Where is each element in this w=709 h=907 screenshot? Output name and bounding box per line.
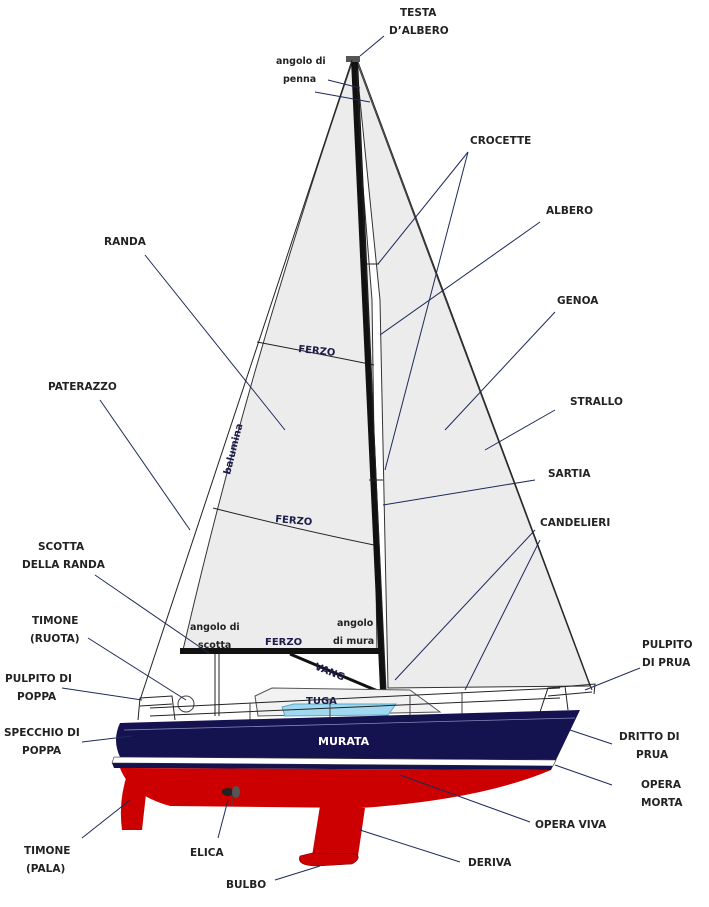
vang-strut bbox=[289, 652, 381, 694]
label-sartia: SARTIA bbox=[548, 468, 591, 480]
label-pulpito-poppa-1: PULPITO DI bbox=[5, 673, 72, 685]
label-angolo-penna-1: angolo di bbox=[276, 56, 326, 67]
masthead-fitting bbox=[346, 56, 360, 62]
label-timone-pala-2: (PALA) bbox=[26, 863, 65, 875]
label-testa-albero-1: TESTA bbox=[400, 7, 437, 19]
hull-stripe-dark bbox=[112, 763, 553, 770]
label-crocette: CROCETTE bbox=[470, 135, 531, 147]
label-dritto-prua-2: PRUA bbox=[636, 749, 669, 761]
label-genoa: GENOA bbox=[557, 295, 599, 307]
ferzo-seam-upper bbox=[256, 341, 375, 366]
label-scotta-randa-2: DELLA RANDA bbox=[22, 559, 106, 571]
sheer-line bbox=[123, 717, 576, 731]
label-ferzo-boom: FERZO bbox=[265, 637, 302, 648]
bow-pulpit bbox=[539, 683, 596, 713]
label-bulbo: BULBO bbox=[226, 879, 266, 891]
boom bbox=[180, 648, 380, 654]
label-angolo-scotta-1: angolo di bbox=[190, 622, 240, 633]
hull-topsides-murata bbox=[116, 710, 580, 760]
label-specchio-poppa-2: POPPA bbox=[22, 745, 62, 757]
label-candelieri: CANDELIERI bbox=[540, 517, 610, 529]
lifelines bbox=[149, 687, 561, 717]
mainsail-randa bbox=[182, 59, 378, 653]
helm-wheel bbox=[177, 695, 195, 713]
label-strallo: STRALLO bbox=[570, 396, 623, 408]
label-vang: VANG bbox=[313, 662, 346, 684]
hull-underwater-opera-viva bbox=[120, 768, 551, 808]
stanchions bbox=[249, 692, 463, 722]
label-paterazzo: PATERAZZO bbox=[48, 381, 117, 393]
label-opera-morta-1: OPERA bbox=[641, 779, 682, 791]
mast-albero bbox=[351, 60, 386, 690]
propeller-elica bbox=[222, 786, 240, 806]
forestay-strallo bbox=[357, 61, 593, 691]
label-ferzo-upper: FERZO bbox=[298, 344, 336, 359]
keel-bulb bbox=[299, 852, 359, 867]
label-albero: ALBERO bbox=[546, 205, 593, 217]
label-timone-ruota-2: (RUOTA) bbox=[30, 633, 80, 645]
label-opera-viva: OPERA VIVA bbox=[535, 819, 607, 831]
label-angolo-mura-1: angolo bbox=[337, 618, 374, 629]
label-ferzo-lower: FERZO bbox=[275, 514, 313, 528]
label-testa-albero-2: D’ALBERO bbox=[389, 25, 449, 37]
label-randa: RANDA bbox=[104, 236, 147, 248]
label-opera-morta-2: MORTA bbox=[641, 797, 683, 809]
label-timone-pala-1: TIMONE bbox=[24, 845, 70, 857]
leader-lines bbox=[61, 35, 641, 881]
ferzo-seam-lower bbox=[212, 507, 375, 546]
label-pulpito-prua-2: DI PRUA bbox=[642, 657, 691, 669]
label-deriva: DERIVA bbox=[468, 857, 512, 869]
stern-pulpit bbox=[137, 695, 176, 721]
genoa-sail bbox=[355, 59, 591, 689]
label-pulpito-poppa-2: POPPA bbox=[17, 691, 57, 703]
label-angolo-scotta-2: scotta bbox=[198, 640, 231, 651]
keel-deriva bbox=[312, 806, 365, 856]
label-tuga: TUGA bbox=[306, 696, 337, 707]
label-specchio-poppa-1: SPECCHIO DI bbox=[4, 727, 80, 739]
label-dritto-prua-1: DRITTO DI bbox=[619, 731, 679, 743]
label-murata: MURATA bbox=[318, 735, 370, 748]
rudder-blade bbox=[120, 772, 148, 830]
label-elica: ELICA bbox=[190, 847, 224, 859]
shroud-sartia bbox=[356, 69, 387, 691]
backstay-paterazzo bbox=[139, 59, 353, 701]
label-angolo-penna-2: penna bbox=[283, 74, 316, 85]
label-pulpito-prua-1: PULPITO bbox=[642, 639, 693, 651]
cabin-window bbox=[281, 703, 397, 717]
label-angolo-mura-2: di mura bbox=[333, 636, 374, 647]
label-scotta-randa-1: SCOTTA bbox=[38, 541, 85, 553]
label-timone-ruota-1: TIMONE bbox=[32, 615, 78, 627]
